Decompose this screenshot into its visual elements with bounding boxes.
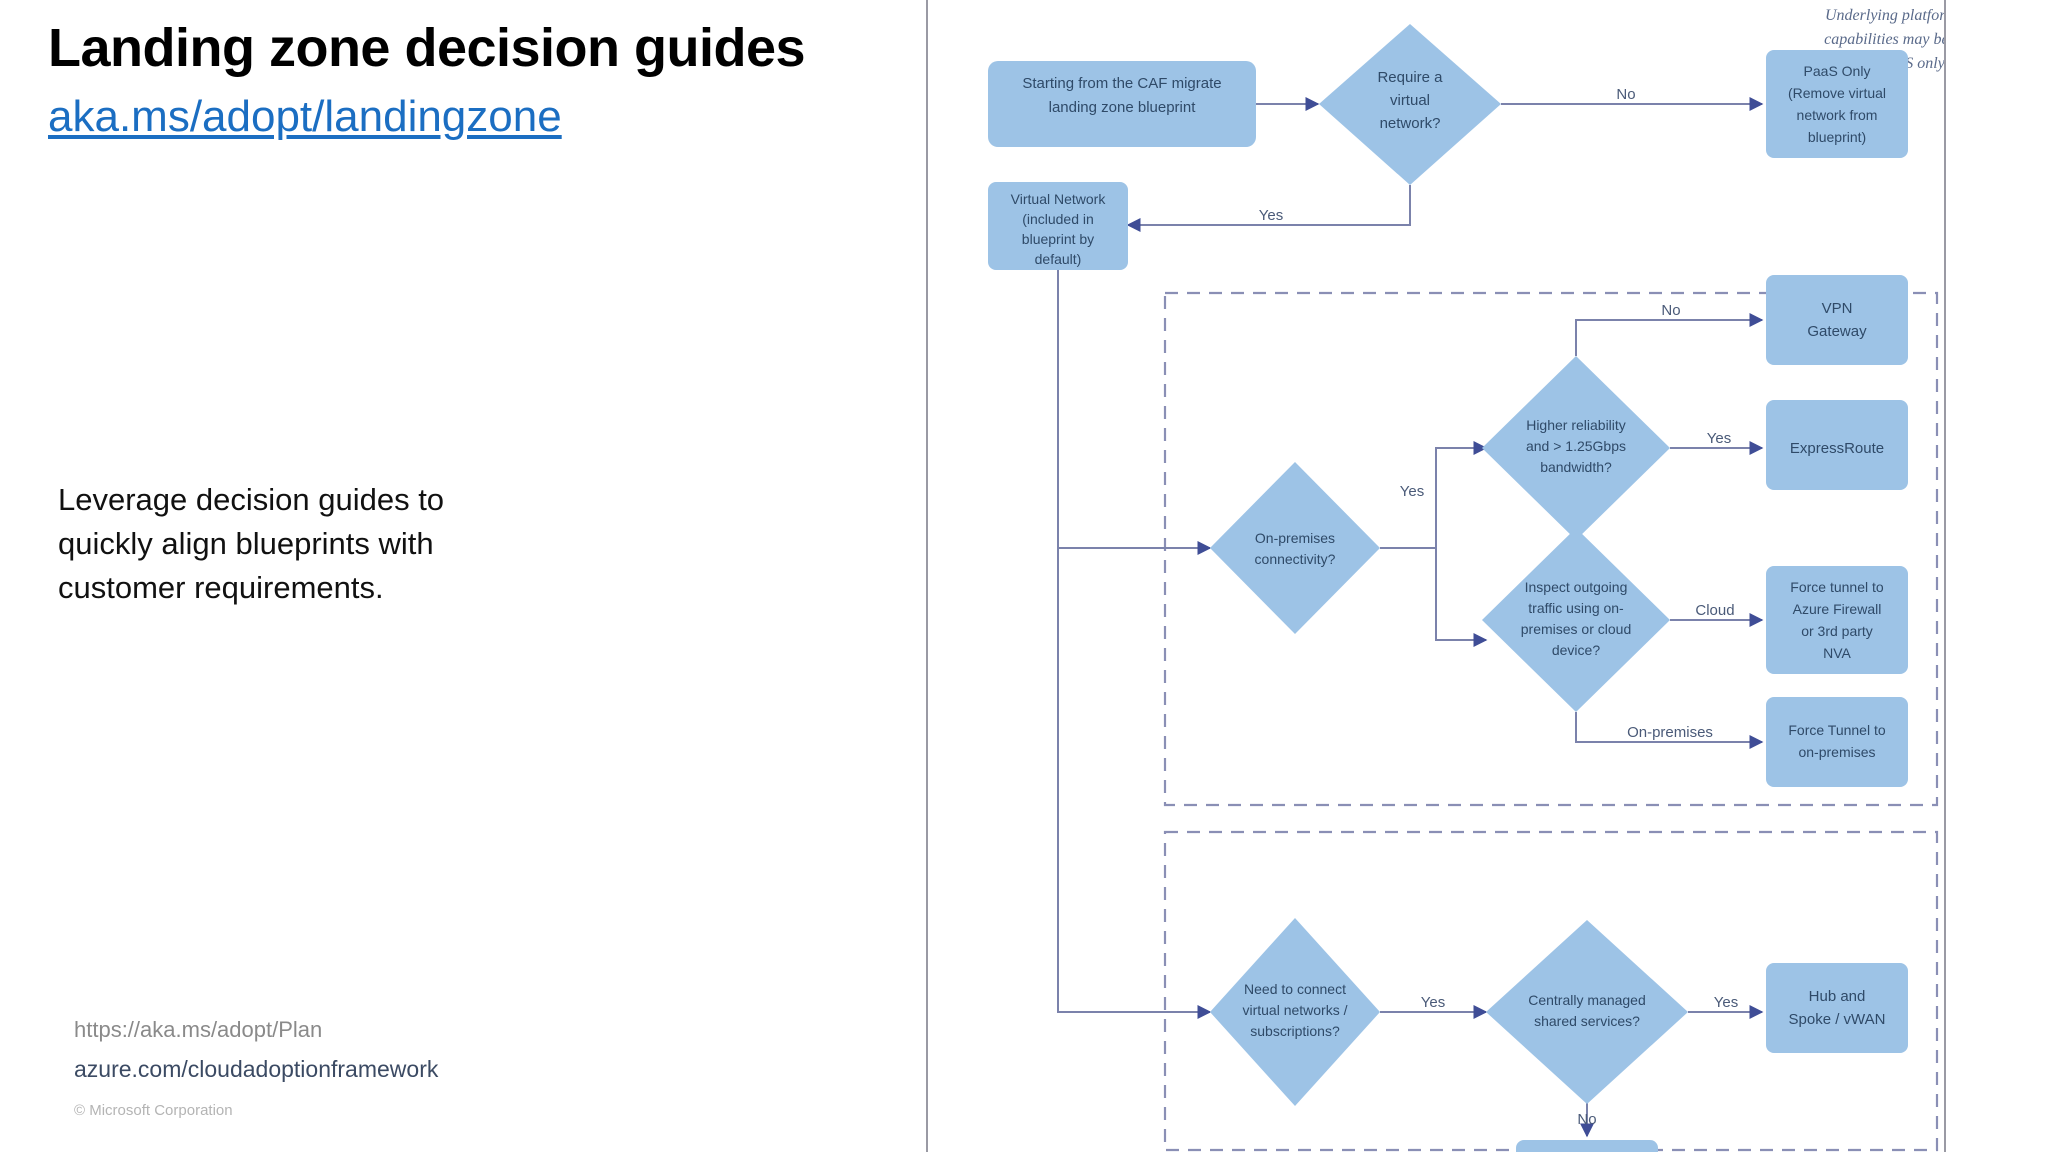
node-force-tunnel-azure-firewall[interactable]: Force tunnel to Azure Firewall or 3rd pa… [1766, 566, 1908, 674]
node-hub-and-spoke[interactable]: Hub and Spoke / vWAN [1766, 963, 1908, 1053]
node-vpn-gateway[interactable]: VPN Gateway [1766, 275, 1908, 365]
svg-text:shared services?: shared services? [1534, 1013, 1640, 1029]
svg-text:Inspect outgoing: Inspect outgoing [1525, 579, 1628, 595]
svg-text:virtual networks /: virtual networks / [1242, 1002, 1347, 1018]
svg-text:Gateway: Gateway [1807, 323, 1867, 340]
svg-text:Require a: Require a [1377, 69, 1443, 86]
svg-text:Centrally managed: Centrally managed [1528, 992, 1646, 1008]
svg-text:ExpressRoute: ExpressRoute [1790, 440, 1884, 457]
edge-label-on-premises: On-premises [1627, 724, 1713, 741]
svg-text:Force Tunnel to: Force Tunnel to [1788, 722, 1885, 738]
svg-text:capabilities may be sufficient: capabilities may be sufficient for [1824, 31, 1944, 48]
svg-text:PaaS Only: PaaS Only [1804, 63, 1871, 79]
node-start[interactable]: Starting from the CAF migrate landing zo… [988, 61, 1256, 147]
svg-text:bandwidth?: bandwidth? [1540, 459, 1612, 475]
node-virtual-network[interactable]: Virtual Network (included in blueprint b… [988, 182, 1128, 270]
node-need-to-connect[interactable]: Need to connect virtual networks / subsc… [1210, 918, 1380, 1106]
svg-text:and > 1.25Gbps: and > 1.25Gbps [1526, 438, 1626, 454]
edge-label-cloud: Cloud [1695, 602, 1734, 619]
left-content-pane: Landing zone decision guides aka.ms/adop… [0, 0, 926, 1152]
node-paas-only[interactable]: PaaS Only (Remove virtual network from b… [1766, 50, 1908, 158]
svg-text:Force tunnel to: Force tunnel to [1790, 579, 1884, 595]
node-expressroute[interactable]: ExpressRoute [1766, 400, 1908, 490]
node-onpremises-connectivity[interactable]: On-premises connectivity? [1210, 462, 1380, 634]
edge-label-yes-connect: Yes [1421, 994, 1445, 1011]
svg-text:(included in: (included in [1022, 211, 1094, 227]
edge-label-no-peering: No [1577, 1111, 1596, 1128]
svg-text:blueprint by: blueprint by [1022, 231, 1094, 247]
footer-block: https://aka.ms/adopt/Plan azure.com/clou… [74, 1012, 674, 1119]
page-title: Landing zone decision guides [48, 18, 806, 78]
svg-text:virtual: virtual [1390, 92, 1430, 109]
svg-text:landing zone blueprint: landing zone blueprint [1049, 99, 1197, 116]
svg-text:NVA: NVA [1823, 645, 1851, 661]
node-require-virtual-network[interactable]: Require a virtual network? [1319, 24, 1501, 185]
svg-text:blueprint): blueprint) [1808, 129, 1866, 145]
svg-text:subscriptions?: subscriptions? [1250, 1023, 1340, 1039]
landingzone-link[interactable]: aka.ms/adopt/landingzone [48, 92, 562, 141]
divider-right [1944, 0, 1946, 1152]
edge-label-yes-express: Yes [1707, 430, 1731, 447]
svg-text:Need to connect: Need to connect [1244, 981, 1346, 997]
footer-link-plan[interactable]: https://aka.ms/adopt/Plan [74, 1017, 323, 1042]
edge-label-no-paas: No [1616, 86, 1635, 103]
svg-text:Hub and: Hub and [1809, 988, 1866, 1005]
svg-text:or 3rd party: or 3rd party [1801, 623, 1873, 639]
footer-link-caf[interactable]: azure.com/cloudadoptionframework [74, 1056, 439, 1083]
divider-left [926, 0, 928, 1152]
svg-text:network from: network from [1797, 107, 1878, 123]
node-force-tunnel-onpremises[interactable]: Force Tunnel to on-premises [1766, 697, 1908, 787]
node-inspect-outgoing-traffic[interactable]: Inspect outgoing traffic using on- premi… [1482, 528, 1670, 712]
body-paragraph: Leverage decision guides to quickly alig… [58, 482, 445, 606]
svg-text:on-premises: on-premises [1798, 744, 1875, 760]
svg-text:network?: network? [1380, 115, 1441, 132]
edge-label-no-vpn: No [1661, 302, 1680, 319]
svg-text:Underlying platform networking: Underlying platform networking [1825, 7, 1944, 24]
edge-group [1057, 97, 1764, 1138]
node-vnet-peering[interactable]: VNet Peering [1516, 1140, 1658, 1152]
node-centrally-managed-shared-services[interactable]: Centrally managed shared services? [1486, 920, 1688, 1104]
svg-text:On-premises: On-premises [1255, 530, 1335, 546]
flowchart-diagram: Underlying platform networking capabilit… [926, 0, 1944, 1152]
copyright-text: © Microsoft Corporation [74, 1101, 233, 1119]
svg-text:traffic using on-: traffic using on- [1528, 600, 1624, 616]
svg-text:Virtual Network: Virtual Network [1011, 191, 1107, 207]
svg-text:premises or cloud: premises or cloud [1521, 621, 1632, 637]
svg-text:(Remove virtual: (Remove virtual [1788, 85, 1886, 101]
edge-label-yes-onprem: Yes [1400, 483, 1424, 500]
edge-label-group: No Yes Yes No Yes Cloud On-premises Yes … [1259, 86, 1738, 1128]
svg-text:default): default) [1035, 251, 1082, 267]
svg-text:Azure Firewall: Azure Firewall [1793, 601, 1882, 617]
svg-text:Higher reliability: Higher reliability [1526, 417, 1626, 433]
svg-text:Starting from the CAF migrate: Starting from the CAF migrate [1022, 75, 1221, 92]
edge-label-yes-vnet: Yes [1259, 207, 1283, 224]
svg-text:Spoke / vWAN: Spoke / vWAN [1789, 1011, 1886, 1028]
edge-label-yes-central: Yes [1714, 994, 1738, 1011]
svg-text:connectivity?: connectivity? [1255, 551, 1336, 567]
svg-text:device?: device? [1552, 642, 1600, 658]
svg-text:VPN: VPN [1822, 300, 1853, 317]
node-higher-reliability[interactable]: Higher reliability and > 1.25Gbps bandwi… [1482, 356, 1670, 540]
